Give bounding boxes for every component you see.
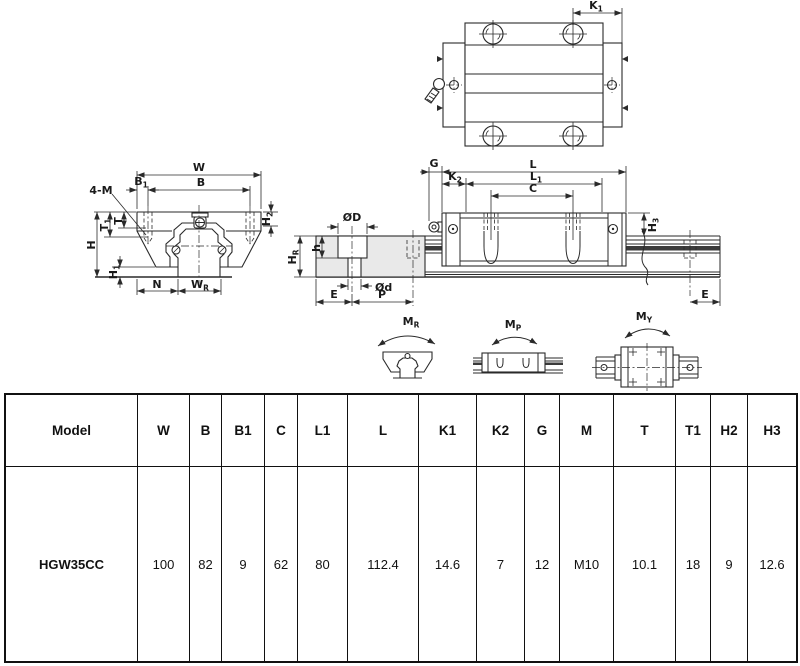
label-mp: MP [505,318,522,333]
header-cell-t: T [614,395,676,467]
moment-diagram-mp: MP [473,318,563,374]
value-cell-t: 10.1 [614,467,676,661]
header-cell-t1: T1 [676,395,711,467]
dim-label-n: N [152,278,161,291]
header-cell-c: C [265,395,298,467]
value-cell-t1: 18 [676,467,711,661]
dim-label-h3: H3 [646,218,661,232]
dim-label-w: W [193,161,205,174]
side-view: G L K2 L1 C H3 ØD h [286,157,721,306]
value-cell-h3: 12.6 [759,556,785,572]
value-cell-l: 112.4 [348,467,419,661]
header-cell-b: B [190,395,222,467]
header-cell-l1: L1 [298,395,348,467]
header-cell-model: Model [6,395,138,467]
dim-label-t: T [112,217,125,225]
rail-hidden-holes [406,230,697,306]
value-cell-h2: 9 [711,467,748,661]
grease-nipple-side [428,221,443,233]
value-cell-g: 12 [525,467,560,661]
dim-label-b: B [197,176,205,189]
moment-diagram-my: MY [592,310,702,391]
header-cell-m: M [560,395,614,467]
value-cell-w: 100 [138,467,190,661]
header-cell-k2: K2 [477,395,525,467]
top-view: K1 [424,0,628,150]
dims-cross-section: W B B1 4-M H2 T T1 H [85,161,278,295]
counterbore [337,235,368,259]
dim-label-4m: 4-M [89,184,112,197]
dim-label-l: L [529,158,536,171]
label-mr: MR [403,315,420,330]
tapped-holes [143,206,255,246]
value-cell-k1: 14.6 [419,467,477,661]
rail-hole-section [315,226,426,292]
header-cell-l: L [348,395,419,467]
value-cell-model: HGW35CC [6,467,138,661]
header-cell-g: G [525,395,560,467]
dim-label-hr: HR [286,249,301,264]
dim-label-k2: K2 [448,170,462,185]
dim-label-diaD: ØD [343,211,361,224]
dim-label-h: H [85,240,98,249]
grease-nipple-front [191,212,209,229]
cross-section-view: W B B1 4-M H2 T T1 H [85,161,278,295]
mounting-slot-left [483,213,499,265]
dim-label-wr: WR [191,278,209,293]
dim-label-k1: K1 [589,0,603,14]
dim-label-g: G [429,157,438,170]
header-cell-b1: B1 [222,395,265,467]
mounting-slot-right [565,213,581,265]
dim-label-e-left: E [330,288,338,301]
dim-label-c: C [529,182,537,195]
label-my: MY [636,310,653,325]
value-cell-b1: 9 [222,467,265,661]
value-cell-l1: 80 [298,467,348,661]
moment-diagram-mr: MR [377,315,436,379]
dim-label-t1: T1 [98,219,113,232]
through-hole [347,257,362,278]
technical-drawing: K1 [85,0,721,391]
dim-label-h1: H1 [107,265,122,279]
value-cell-c: 62 [265,467,298,661]
dim-k1: K1 [572,0,623,43]
dim-label-p: P [378,288,386,301]
value-cell-m: M10 [560,467,614,661]
dim-label-b1: B1 [134,175,148,190]
dim-label-e-right: E [701,288,709,301]
header-cell-h2: H2 [711,395,748,467]
value-cell-b: 82 [190,467,222,661]
dim-label-l1: L1 [530,170,542,185]
header-cell-k1: K1 [419,395,477,467]
header-cell-w: W [138,395,190,467]
header-cell-h3: H3 [748,395,796,467]
dim-label-h2: H2 [260,212,275,226]
dimension-table: Model W B B1 C L1 L K1 K2 G M T T1 H2 H3… [4,393,798,663]
dim-label-diad: Ød [375,281,392,294]
break-line [641,230,649,286]
value-cell-k2: 7 [477,467,525,661]
dims-rail-section: ØD h HR Ød E P E [286,211,721,306]
carriage-side [428,212,627,267]
dims-side-view: G L K2 L1 C H3 [420,157,661,240]
carriage-top [464,22,604,147]
grease-fitting-icon [424,77,446,104]
dim-label-hdepth: h [310,244,323,252]
